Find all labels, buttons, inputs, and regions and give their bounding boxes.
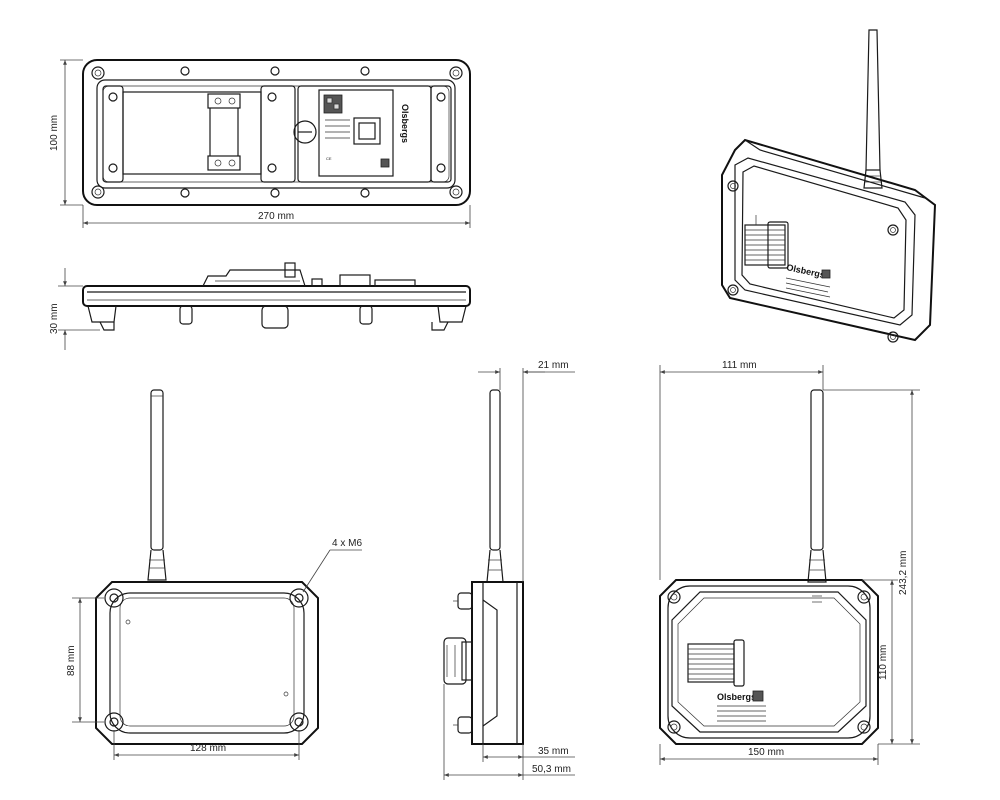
top-view-mount-holes	[91, 66, 463, 199]
dim-front-height: 88 mm	[66, 645, 77, 676]
dim-profile-top: 21 mm	[538, 360, 569, 371]
rear-connector-pins	[688, 648, 734, 680]
top-view: CE Olsbergs 270 mm 100 mm	[49, 59, 471, 228]
dim-rear-width: 111 mm	[722, 360, 757, 371]
profile-view: 21 mm 35 mm 50,3 mm	[443, 360, 575, 780]
rear-view: Olsbergs 111 mm 243,2 mm 110 mm 150 mm	[659, 360, 920, 765]
dim-rear-body-height: 110 mm	[878, 645, 889, 680]
dim-top-height: 100 mm	[49, 115, 60, 151]
brand-logo-iso-view: Olsbergs	[786, 262, 826, 280]
brand-logo-rear-view: Olsbergs	[717, 692, 756, 702]
isometric-view: Olsbergs	[721, 29, 937, 343]
front-view-mount-holes	[104, 588, 309, 732]
dim-profile-total: 50,3 mm	[532, 764, 571, 775]
side-view: 30 mm	[49, 262, 471, 350]
dim-rear-total-height: 243,2 mm	[898, 551, 909, 595]
dim-rear-base-width: 150 mm	[748, 747, 784, 758]
dim-side-height: 30 mm	[49, 303, 60, 334]
front-view: 4 x M6 128 mm 88 mm	[66, 389, 362, 760]
dim-front-width: 128 mm	[190, 743, 226, 754]
iso-connector-pins	[745, 229, 785, 261]
brand-logo-top-view: Olsbergs	[400, 104, 410, 143]
rear-view-mount-holes	[667, 590, 871, 734]
svg-text:CE: CE	[326, 156, 332, 161]
dim-top-width: 270 mm	[258, 211, 294, 222]
dim-profile-base: 35 mm	[538, 746, 569, 757]
callout-front-holes: 4 x M6	[332, 538, 362, 549]
